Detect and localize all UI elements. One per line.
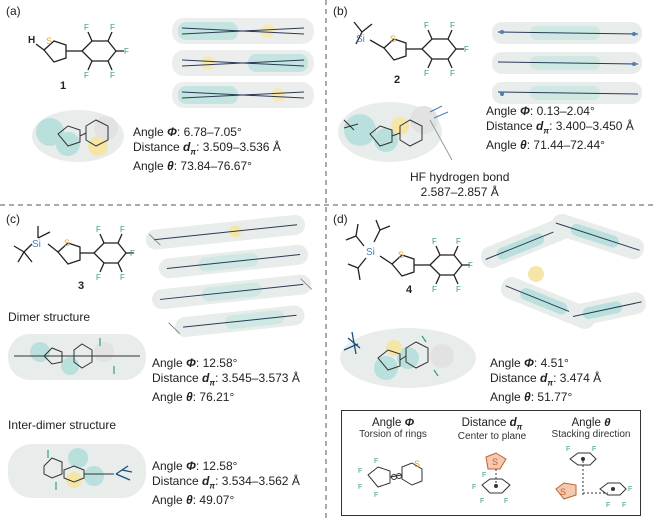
svg-text:F: F: [504, 498, 508, 505]
metric-angle-phi: Angle Φ: 12.58°: [152, 356, 238, 370]
legend-phi-diagram: S F F F F: [358, 458, 423, 499]
svg-text:F: F: [130, 249, 135, 258]
crystal-packing-a: [172, 18, 314, 108]
panel-b-metrics: Angle Φ: 0.13–2.04° Distance dπ: 3.400–3…: [486, 104, 634, 153]
svg-text:F: F: [456, 285, 461, 294]
svg-text:F: F: [358, 484, 362, 491]
panel-a-label: (a): [6, 4, 21, 18]
svg-text:F: F: [84, 71, 89, 80]
dimer-view-c: [8, 334, 146, 380]
svg-text:F: F: [358, 468, 362, 475]
molecule-3-structure: Si S F F F F F: [13, 225, 135, 282]
legend-theta: Angle θ Stacking direction: [551, 417, 631, 440]
svg-text:F: F: [432, 237, 437, 246]
metric-distance-dpi: Distance dπ: 3.474 Å: [490, 371, 602, 388]
svg-text:F: F: [592, 446, 596, 453]
metric-angle-phi: Angle Φ: 6.78–7.05°: [133, 125, 242, 139]
metric-angle-theta: Angle θ: 76.21°: [152, 390, 235, 405]
inter-dimer-structure-title: Inter-dimer structure: [8, 418, 117, 432]
svg-text:F: F: [110, 23, 115, 32]
svg-text:S: S: [64, 238, 70, 248]
metric-angle-theta: Angle θ: 49.07°: [152, 493, 235, 508]
metric-angle-theta: Angle θ: 73.84–76.67°: [133, 159, 252, 174]
metric-angle-theta: Angle θ: 71.44–72.44°: [486, 138, 605, 153]
dimer-view-b: [338, 102, 453, 162]
legend-theta-diagram: S F F F F F: [555, 446, 632, 509]
dimer-view-a: [32, 110, 124, 162]
molecule-2-structure: Si S F F F F F: [353, 21, 469, 78]
compound-number-4: 4: [406, 284, 413, 296]
crystal-packing-b: [492, 22, 642, 104]
svg-text:Si: Si: [366, 247, 375, 258]
svg-text:F: F: [374, 492, 378, 499]
svg-text:F: F: [456, 237, 461, 246]
svg-text:F: F: [472, 484, 476, 491]
svg-text:F: F: [96, 225, 101, 234]
panel-c-label: (c): [6, 212, 20, 226]
svg-text:F: F: [566, 446, 570, 453]
svg-text:F: F: [432, 285, 437, 294]
panel-a-metrics: Angle Φ: 6.78–7.05° Distance dπ: 3.509–3…: [133, 125, 281, 174]
atom-h-label: H: [28, 35, 35, 46]
svg-text:S: S: [390, 34, 396, 44]
svg-text:F: F: [424, 21, 429, 30]
dimer-structure-title: Dimer structure: [8, 310, 91, 324]
metric-angle-phi: Angle Φ: 0.13–2.04°: [486, 104, 595, 118]
crystal-packing-d: [480, 213, 646, 329]
panel-c-dimer-metrics: Angle Φ: 12.58° Distance dπ: 3.545–3.573…: [152, 356, 300, 405]
metric-distance-dpi: Distance dπ: 3.545–3.573 Å: [152, 371, 300, 388]
metric-angle-theta: Angle θ: 51.77°: [490, 390, 573, 405]
metric-distance-dpi: Distance dπ: 3.400–3.450 Å: [486, 119, 634, 136]
svg-text:F: F: [120, 273, 125, 282]
svg-text:F: F: [96, 273, 101, 282]
svg-text:F: F: [84, 23, 89, 32]
svg-text:F: F: [424, 69, 429, 78]
svg-text:F: F: [464, 45, 469, 54]
svg-text:F: F: [374, 458, 378, 465]
svg-text:F: F: [606, 502, 610, 509]
hf-label: HF hydrogen bond: [410, 170, 510, 184]
svg-text:F: F: [480, 498, 484, 505]
legend-phi: Angle Φ Torsion of rings: [359, 417, 427, 440]
panel-d-metrics: Angle Φ: 4.51° Distance dπ: 3.474 Å Angl…: [490, 356, 601, 405]
svg-text:F: F: [622, 502, 626, 509]
svg-text:F: F: [110, 71, 115, 80]
metric-angle-phi: Angle Φ: 12.58°: [152, 459, 238, 473]
svg-text:S: S: [398, 250, 404, 260]
svg-text:F: F: [124, 47, 129, 56]
svg-text:S: S: [560, 487, 566, 497]
svg-text:F: F: [628, 486, 632, 493]
svg-text:S: S: [414, 459, 420, 469]
svg-text:F: F: [450, 21, 455, 30]
panel-b-label: (b): [333, 4, 348, 18]
atom-s-label: S: [46, 36, 52, 46]
metric-distance-dpi: Distance dπ: 3.534–3.562 Å: [152, 474, 300, 491]
svg-text:F: F: [120, 225, 125, 234]
svg-text:S: S: [492, 457, 498, 467]
metric-angle-phi: Angle Φ: 4.51°: [490, 356, 569, 370]
hf-value: 2.587–2.857 Å: [420, 185, 499, 199]
legend-distance-diagram: S F F F F: [472, 452, 511, 505]
panel-c-inter-metrics: Angle Φ: 12.58° Distance dπ: 3.534–3.562…: [152, 459, 300, 508]
dimer-view-d: [340, 328, 476, 388]
compound-number-1: 1: [60, 80, 67, 92]
legend-distance: Distance dπ Center to plane: [457, 417, 527, 443]
compound-number-2: 2: [394, 74, 401, 86]
crystal-packing-c: [145, 214, 313, 337]
atom-si-label: Si: [356, 34, 365, 45]
molecule-4-structure: Si S F F F F F: [345, 219, 473, 294]
svg-text:F: F: [482, 472, 486, 479]
panel-d-label: (d): [333, 212, 348, 226]
compound-number-3: 3: [78, 280, 85, 292]
definitions-legend-box: Angle Φ Torsion of rings Distance dπ Cen…: [341, 410, 641, 516]
inter-dimer-view-c: [8, 444, 146, 498]
svg-text:F: F: [450, 69, 455, 78]
molecule-1-structure: S H F F F F F: [28, 23, 129, 80]
metric-distance-dpi: Distance dπ: 3.509–3.536 Å: [133, 140, 281, 157]
svg-text:Si: Si: [32, 239, 41, 250]
hf-hydrogen-bond-note: HF hydrogen bond 2.587–2.857 Å: [410, 170, 509, 200]
svg-text:F: F: [468, 261, 473, 270]
